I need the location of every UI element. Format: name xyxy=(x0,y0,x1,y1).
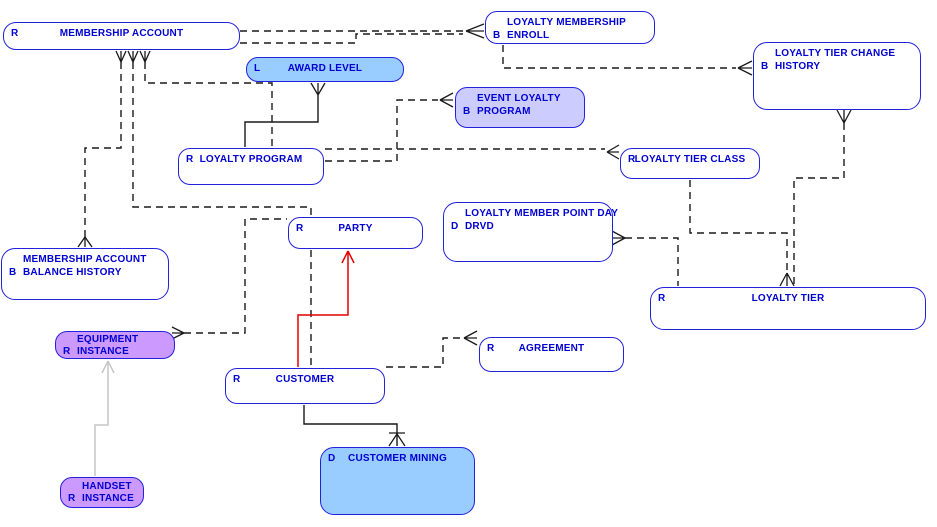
entity-party[interactable]: R PARTY xyxy=(288,217,423,249)
entity-title-line: CUSTOMER MINING xyxy=(348,453,447,464)
entity-title-line: LOYALTY TIER CLASS xyxy=(634,154,746,165)
crow-foot-icon xyxy=(836,109,852,124)
entity-event-loyalty-program[interactable]: B EVENT LOYALTY PROGRAM xyxy=(455,87,585,128)
entity-title-line: HISTORY xyxy=(775,61,821,72)
arrow-up-icon xyxy=(341,250,355,264)
rel-membership-account-loyalty-program[interactable] xyxy=(144,62,273,147)
entity-prefix-badge: B xyxy=(493,30,501,41)
entity-customer[interactable]: R CUSTOMER xyxy=(225,368,385,404)
entity-membership-account-balance-history[interactable]: B MEMBERSHIP ACCOUNT BALANCE HISTORY xyxy=(1,248,169,300)
entity-title-line: ENROLL xyxy=(507,30,550,41)
entity-customer-mining[interactable]: D CUSTOMER MINING xyxy=(320,447,475,515)
entity-title-line: MEMBERSHIP ACCOUNT xyxy=(23,254,147,265)
entity-title-line: PARTY xyxy=(338,223,373,234)
entity-title-line: MEMBERSHIP ACCOUNT xyxy=(59,28,184,39)
entity-prefix-badge: R xyxy=(233,374,241,385)
entity-prefix-badge: R xyxy=(628,154,636,165)
rel-loyalty-tier-class-loyalty-tier[interactable] xyxy=(689,180,795,287)
entity-title-line: INSTANCE xyxy=(77,346,129,357)
entity-loyalty-tier[interactable]: R LOYALTY TIER xyxy=(650,287,926,330)
rel-loyalty-program-event-loyalty-program[interactable] xyxy=(325,92,454,162)
entity-award-level[interactable]: L AWARD LEVEL xyxy=(246,57,404,82)
rel-loyalty-member-point-day-loyalty-tier[interactable] xyxy=(611,230,679,286)
entity-agreement[interactable]: R AGREEMENT xyxy=(479,337,624,372)
entity-prefix-badge: R xyxy=(68,493,76,504)
entity-prefix-badge: R xyxy=(487,343,495,354)
entity-title-line: PROGRAM xyxy=(477,106,531,117)
rel-loyalty-tier-change-history-loyalty-tier[interactable] xyxy=(793,109,852,286)
entity-title-line: EVENT LOYALTY xyxy=(477,93,561,104)
crow-foot-icon xyxy=(606,144,620,160)
entity-loyalty-member-point-day-drvd[interactable]: D LOYALTY MEMBER POINT DAY DRVD xyxy=(443,202,619,262)
entity-prefix-badge: R xyxy=(186,154,194,165)
rel-customer-agreement[interactable] xyxy=(386,330,478,368)
entity-equipment-instance[interactable]: R EQUIPMENT INSTANCE xyxy=(55,331,175,359)
entity-title-line: LOYALTY TIER CHANGE xyxy=(775,48,896,59)
entity-title-line: EQUIPMENT xyxy=(77,334,139,345)
entity-title-line: LOYALTY MEMBER POINT DAY xyxy=(465,208,619,219)
entity-loyalty-tier-change-history[interactable]: B LOYALTY TIER CHANGE HISTORY xyxy=(753,42,921,110)
entity-prefix-badge: B xyxy=(761,61,769,72)
entity-title-line: DRVD xyxy=(465,221,494,232)
crow-foot-icon xyxy=(779,272,795,287)
entity-title-line: LOYALTY PROGRAM xyxy=(199,154,303,165)
rel-award-level-loyalty-program[interactable] xyxy=(244,82,326,147)
crow-foot-icon xyxy=(465,23,485,39)
rel-membership-account-customer[interactable] xyxy=(132,62,312,367)
entity-prefix-badge: D xyxy=(328,453,336,464)
rel-membership-account-balance-history[interactable] xyxy=(77,62,122,248)
rel-membership-account-feet[interactable] xyxy=(115,50,151,64)
entity-prefix-badge: R xyxy=(658,293,666,304)
entity-loyalty-tier-class[interactable]: R LOYALTY TIER CLASS xyxy=(620,148,760,179)
rel-handset-instance-equipment-instance[interactable] xyxy=(94,360,115,476)
crow-foot-icon xyxy=(439,92,454,108)
rel-loyalty-program-loyalty-tier-class[interactable] xyxy=(325,144,620,160)
entity-title-line: LOYALTY MEMBERSHIP xyxy=(507,17,626,28)
rel-customer-party-red[interactable] xyxy=(297,250,355,367)
rel-customer-customer-mining[interactable] xyxy=(303,405,406,447)
entity-prefix-badge: R xyxy=(11,28,19,39)
entity-prefix-badge: B xyxy=(9,267,17,278)
entity-prefix-badge: D xyxy=(451,221,459,232)
entity-prefix-badge: R xyxy=(296,223,304,234)
entity-prefix-badge: B xyxy=(463,106,471,117)
entity-title-line: LOYALTY TIER xyxy=(751,293,825,304)
entity-title-line: HANDSET xyxy=(82,481,132,492)
entity-loyalty-program[interactable]: R LOYALTY PROGRAM xyxy=(178,148,324,185)
entity-prefix-badge: R xyxy=(63,346,71,357)
crow-foot-icon xyxy=(611,230,626,246)
entity-prefix-badge: L xyxy=(254,63,261,74)
entity-title-line: AWARD LEVEL xyxy=(287,63,363,74)
entity-title-line: BALANCE HISTORY xyxy=(23,267,122,278)
entity-title-line: AGREEMENT xyxy=(518,343,585,354)
arrow-up-icon xyxy=(101,360,115,374)
crow-foot-icon xyxy=(115,50,151,64)
rel-membership-account-loyalty-membership-enroll-2[interactable] xyxy=(240,33,463,44)
entity-membership-account[interactable]: R MEMBERSHIP ACCOUNT xyxy=(3,22,240,50)
crow-foot-icon xyxy=(463,330,478,346)
crow-foot-icon xyxy=(737,60,753,76)
entity-title-line: INSTANCE xyxy=(82,493,134,504)
rel-equipment-instance-party[interactable] xyxy=(171,218,287,340)
entity-loyalty-membership-enroll[interactable]: B LOYALTY MEMBERSHIP ENROLL xyxy=(485,11,655,44)
entity-title-line: CUSTOMER xyxy=(275,374,335,385)
crow-foot-icon xyxy=(388,432,406,447)
crow-foot-icon xyxy=(310,82,326,97)
rel-membership-account-loyalty-membership-enroll-1[interactable] xyxy=(240,23,485,39)
entity-handset-instance[interactable]: R HANDSET INSTANCE xyxy=(60,477,144,508)
crow-foot-icon xyxy=(77,236,93,248)
rel-loyalty-membership-enroll-loyalty-tier-change-history[interactable] xyxy=(502,45,753,76)
